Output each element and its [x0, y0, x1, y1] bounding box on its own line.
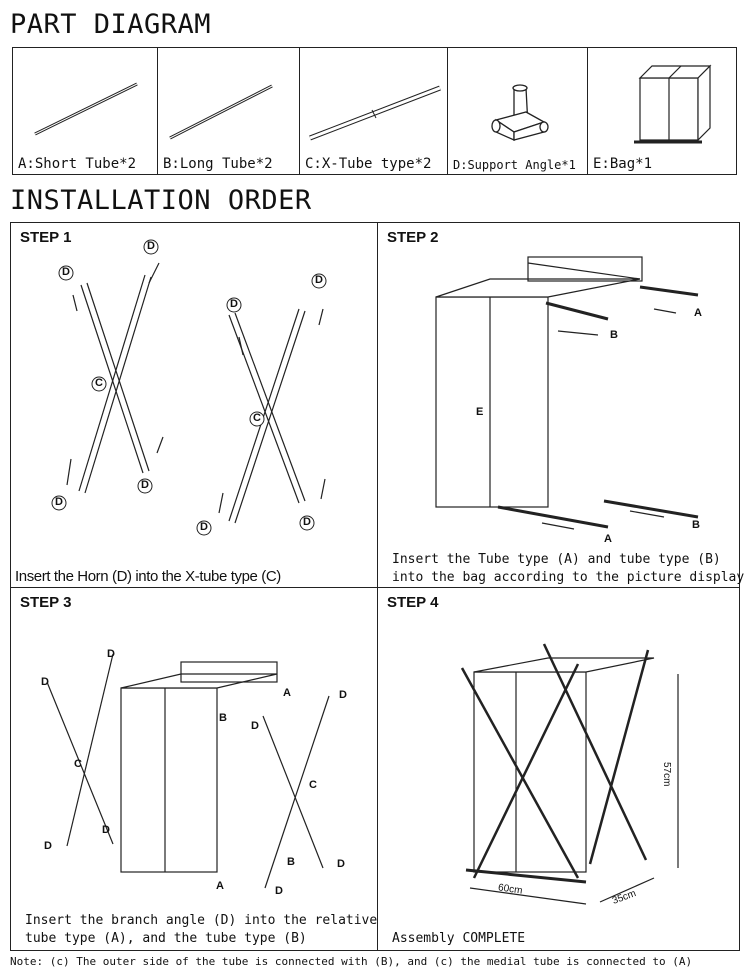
step-1-callouts [51, 239, 327, 536]
step-3-caption-line-2: tube type (A), and the tube type (B) [25, 931, 307, 946]
support-angle-drawing [491, 84, 549, 142]
step-1-callout-d-2: D [62, 266, 70, 278]
step-2-callout-e: E [476, 406, 484, 418]
step-2-callout-a-1: A [694, 307, 702, 319]
part-c-label: C:X-Tube type*2 [305, 156, 432, 172]
step-3-callout-d-3: D [339, 689, 347, 701]
step-3-callout-d-2: D [107, 648, 115, 660]
part-d-label: D:Support Angle*1 [453, 158, 576, 172]
step-1-callout-d-8: D [303, 516, 311, 528]
step-4-title: STEP 4 [387, 594, 439, 611]
step-1-callout-c-1: C [95, 377, 103, 389]
step-1-drawing [51, 239, 327, 536]
step-2-callout-a-2: A [604, 533, 612, 545]
step-1-callout-d-1: D [147, 240, 155, 252]
step-3-callout-c-2: C [309, 779, 317, 791]
step-4-height-label: 57cm [661, 762, 672, 787]
part-c-cell: C:X-Tube type*2 [299, 47, 448, 175]
step-3-callout-d-6: D [44, 840, 52, 852]
part-diagram-heading: PART DIAGRAM [10, 9, 212, 40]
part-b-label: B:Long Tube*2 [163, 156, 273, 172]
step-2-title: STEP 2 [387, 229, 439, 246]
bag-drawing [634, 64, 712, 144]
step-1-callout-d-7: D [200, 521, 208, 533]
part-a-label: A:Short Tube*2 [18, 156, 137, 172]
part-b-cell: B:Long Tube*2 [157, 47, 300, 175]
installation-order-heading: INSTALLATION ORDER [10, 185, 312, 216]
step-1-callout-d-4: D [141, 479, 149, 491]
step-1-panel: STEP 1 D D C [10, 222, 378, 588]
step-1-callout-d-3: D [55, 496, 63, 508]
step-3-callout-b-2: B [287, 856, 295, 868]
step-2-panel: STEP 2 A B E A B Insert the Tube type (A… [377, 222, 744, 588]
step-3-callout-d-4: D [251, 720, 259, 732]
step-3-title: STEP 3 [20, 594, 72, 611]
step-3-panel: STEP 3 D D A B D D C C D D B D A D Inser… [10, 587, 378, 951]
step-3-callout-b-1: B [219, 712, 227, 724]
part-a-cell: A:Short Tube*2 [12, 47, 158, 175]
step-1-callout-c-2: C [253, 412, 261, 424]
step-4-drawing [460, 643, 679, 905]
step-1-callout-d-6: D [315, 274, 323, 286]
step-2-callout-b-2: B [692, 519, 700, 531]
step-3-callout-a-1: A [283, 687, 291, 699]
step-1-caption: Insert the Horn (D) into the X-tube type… [15, 568, 281, 585]
step-4-caption: Assembly COMPLETE [392, 931, 526, 946]
step-4-panel: STEP 4 57cm 60cm 35cm Assembly COMPLETE [377, 587, 740, 951]
step-1-callout-d-5: D [230, 298, 238, 310]
step-3-callout-d-8: D [275, 885, 283, 897]
part-e-label: E:Bag*1 [593, 156, 653, 172]
step-3-callout-c-1: C [74, 758, 82, 770]
step-1-title: STEP 1 [20, 229, 72, 246]
step-3-callout-d-1: D [41, 676, 49, 688]
step-3-callout-d-7: D [337, 858, 345, 870]
part-e-cell: E:Bag*1 [587, 47, 737, 175]
step-3-caption-line-1: Insert the branch angle (D) into the rel… [25, 913, 378, 928]
long-tube-drawing [169, 84, 273, 140]
x-tube-drawing [309, 85, 441, 141]
step-2-drawing [435, 256, 699, 530]
step-3-callout-a-2: A [216, 880, 224, 892]
step-3-drawing [46, 653, 330, 889]
short-tube-drawing [34, 82, 138, 136]
note: Note: (c) The outer side of the tube is … [10, 955, 693, 968]
step-3-callout-d-5: D [102, 824, 110, 836]
step-2-callout-b-1: B [610, 329, 618, 341]
part-d-cell: D:Support Angle*1 [447, 47, 588, 175]
step-2-caption-line-1: Insert the Tube type (A) and tube type (… [392, 552, 721, 567]
step-2-caption-line-2: into the bag according to the picture di… [392, 570, 745, 585]
